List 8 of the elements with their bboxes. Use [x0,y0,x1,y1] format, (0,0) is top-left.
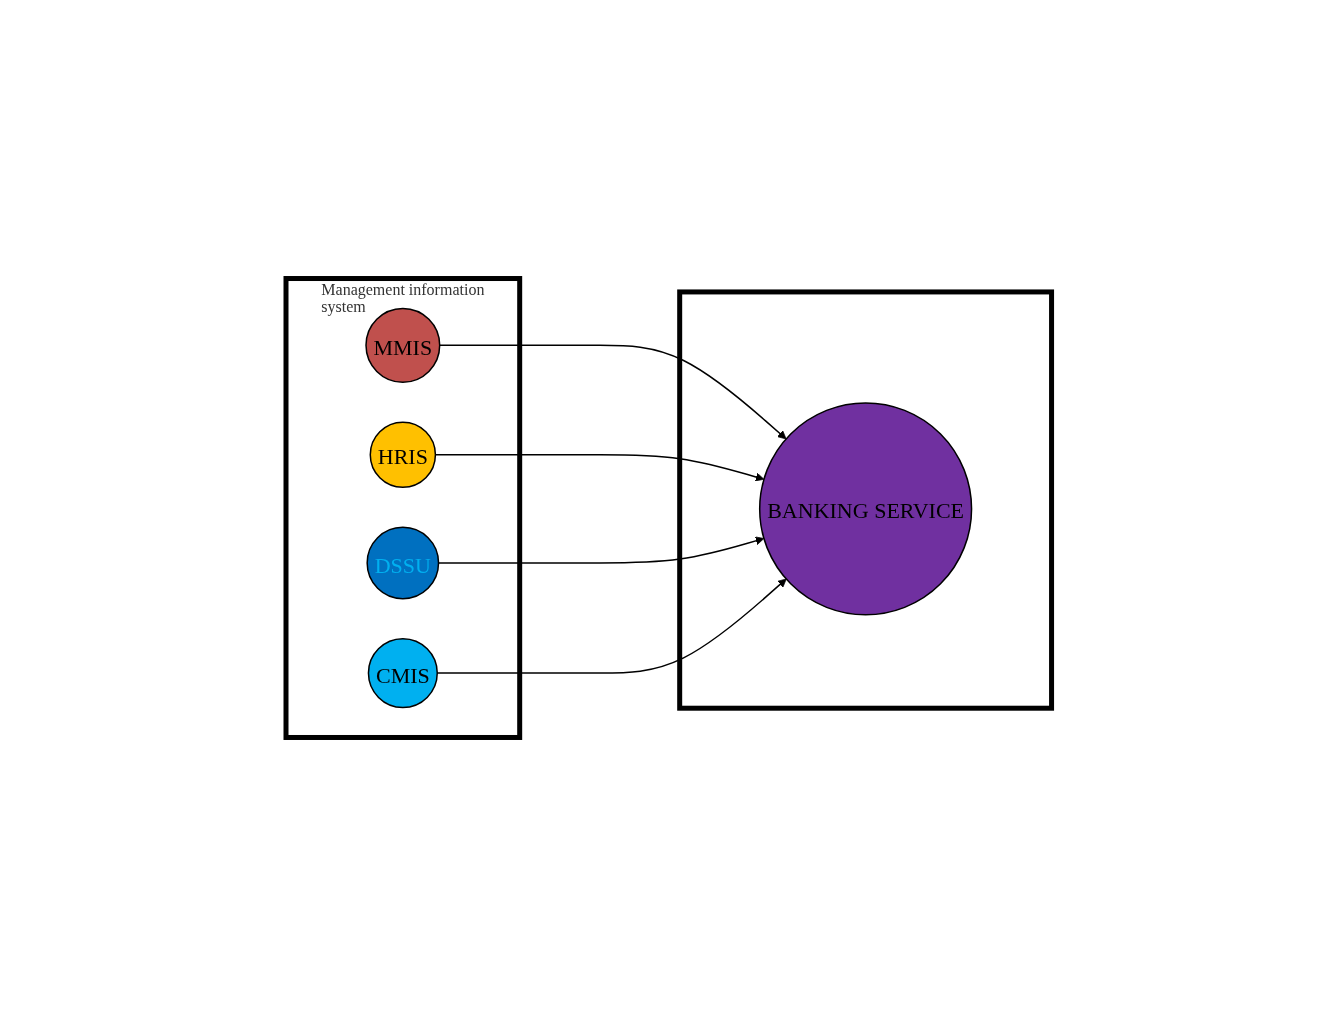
cluster [677,288,1055,711]
node-circle: DSSU [366,526,440,599]
node-circle: BANKING SERVICE [759,401,973,616]
arrow [438,536,765,564]
arrow [439,344,787,439]
node-circle: MMIS [365,307,441,383]
node-circle: HRIS [369,420,437,488]
node-circle: CMIS [367,637,439,708]
